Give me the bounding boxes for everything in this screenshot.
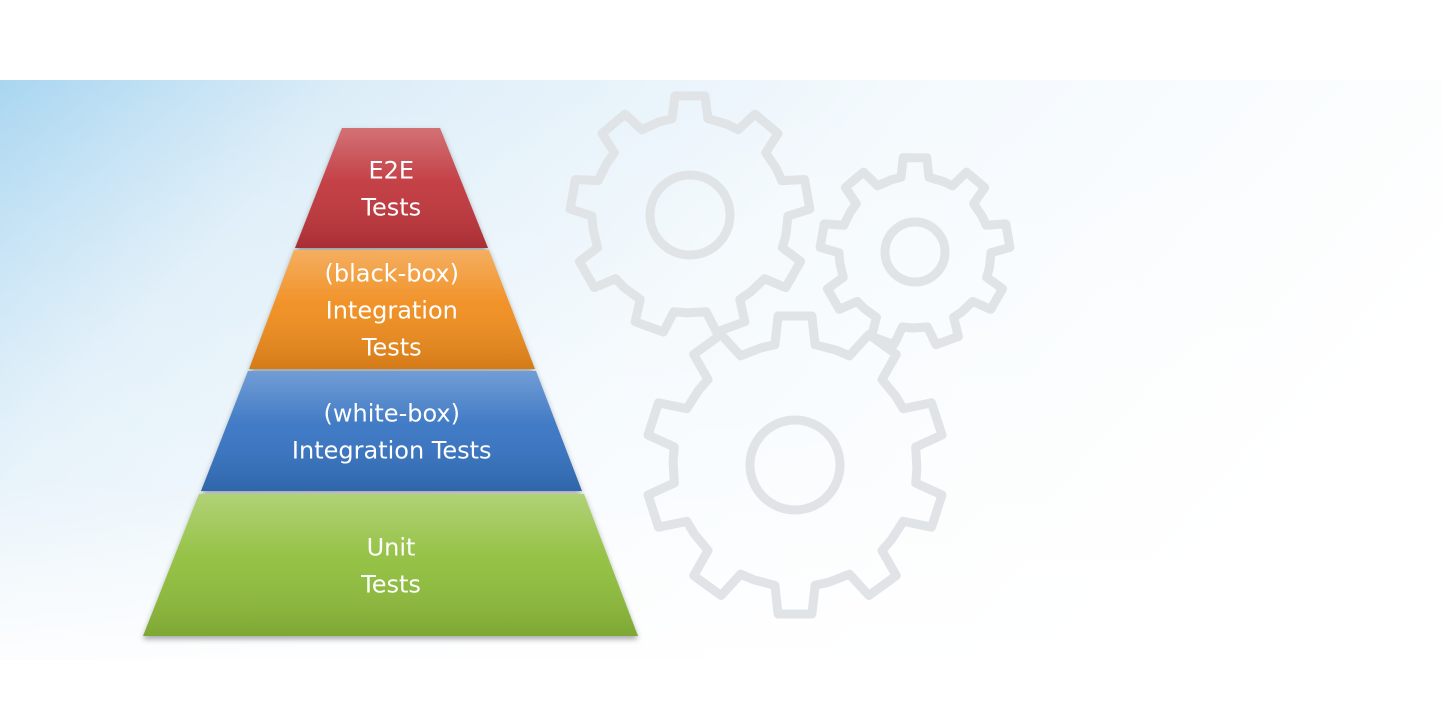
tier-label-line: Tests — [361, 334, 422, 362]
tier-label-line: Tests — [360, 571, 421, 599]
pyramid: E2ETests(black-box)IntegrationTests(whit… — [143, 128, 638, 636]
tier-gloss — [201, 371, 582, 491]
tier-gloss — [295, 128, 488, 248]
tier-label-line: (black-box) — [325, 260, 459, 288]
gear-icon — [565, 91, 815, 337]
tier-gloss — [249, 250, 535, 369]
tier-label-line: Integration Tests — [292, 437, 492, 465]
tier-gloss — [143, 494, 638, 636]
tier-label-line: Integration — [326, 297, 458, 325]
gears-decoration — [565, 91, 1015, 619]
pyramid-tier-white-box: (white-box) Integration Tests — [201, 371, 582, 491]
gear-icon — [643, 311, 947, 619]
tier-label-line: Unit — [367, 534, 416, 562]
tier-label-line: Tests — [360, 194, 421, 222]
tier-label-line: (white-box) — [324, 400, 460, 428]
pyramid-tier-e2e: E2E Tests — [295, 128, 488, 248]
tier-label-line: E2E — [368, 157, 414, 185]
gear-icon — [815, 153, 1015, 350]
